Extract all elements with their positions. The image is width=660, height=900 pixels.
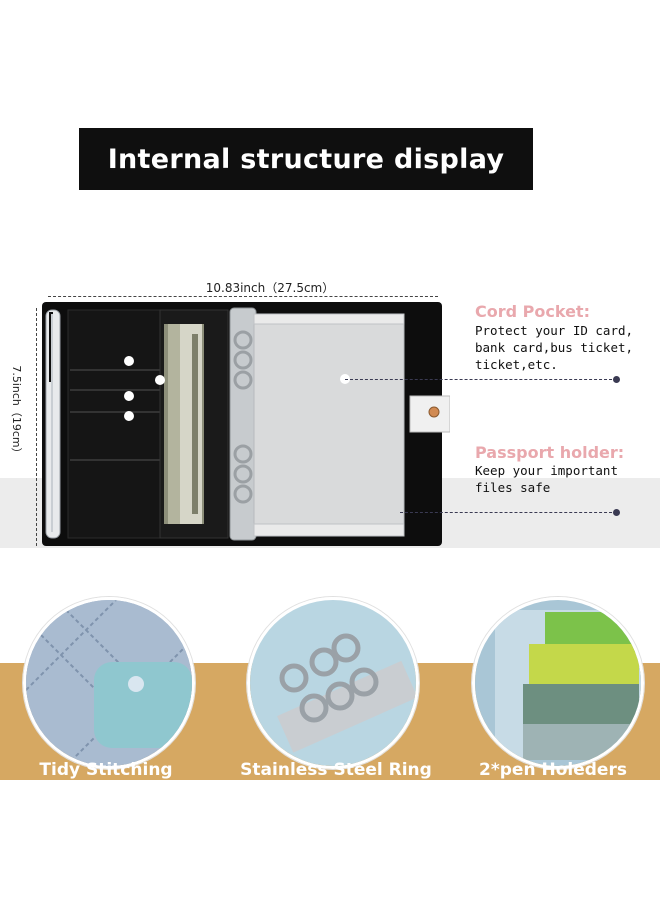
stitching-detail-image (26, 600, 192, 766)
tidy-stitching-circle (23, 597, 195, 769)
page-title: Internal structure display (79, 128, 533, 190)
passport-holder-title: Passport holder: (475, 443, 625, 462)
height-dimension-line (36, 308, 37, 546)
cord-pocket-lead-dot (613, 376, 620, 383)
tidy-stitching-caption: Tidy Stitching (39, 760, 173, 780)
height-dimension-label: 7.5inch（19cm） (10, 365, 23, 459)
cord-pocket-lead-line (345, 379, 617, 380)
steel-ring-circle (247, 597, 419, 769)
width-dimension-line (48, 296, 438, 297)
pen-holders-circle (472, 597, 644, 769)
passport-holder-description: Keep your important files safe (475, 463, 618, 495)
passport-holder-lead-line (400, 512, 617, 513)
pen-holders-image (475, 600, 641, 766)
cord-pocket-description: Protect your ID card, bank card,bus tick… (475, 323, 634, 372)
steel-ring-caption: Stainless Steel Ring (240, 760, 432, 780)
steel-ring-image (250, 600, 416, 766)
passport-holder-lead-dot (613, 509, 620, 516)
pen-holders-caption: 2*pen Holeders (479, 760, 627, 780)
pen-image (45, 309, 61, 539)
width-dimension-label: 10.83inch（27.5cm） (205, 281, 335, 295)
cord-pocket-title: Cord Pocket: (475, 302, 590, 321)
open-binder-image (42, 302, 450, 546)
